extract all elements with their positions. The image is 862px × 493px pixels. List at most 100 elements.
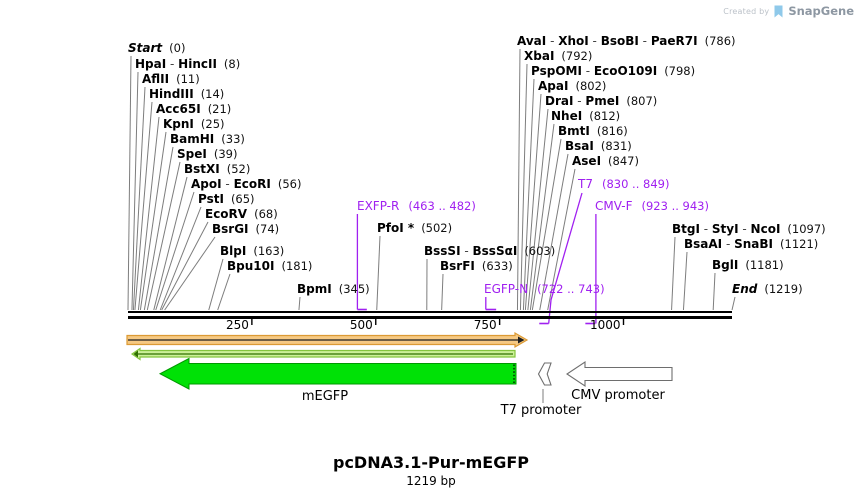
- site-label-bsrgi[interactable]: BsrGI (74): [212, 223, 279, 236]
- site-label-pspomi-ecoo109i[interactable]: PspOMI - EcoO109I(798): [531, 65, 695, 78]
- site-position: (65): [230, 192, 255, 206]
- primer-label-t7[interactable]: T7 (830 .. 849): [578, 178, 669, 191]
- sequence-axis-bottom-line: [128, 316, 732, 319]
- site-label-btgi-styi-ncoi[interactable]: BtgI - StyI - NcoI(1097): [672, 223, 826, 236]
- orf-reverse-centerline-head: [133, 350, 138, 358]
- enzyme-name: SpeI: [177, 147, 207, 161]
- site-position: (786): [704, 34, 736, 48]
- site-position: (1097): [787, 222, 826, 236]
- t7-promoter-arrow[interactable]: [537, 362, 552, 386]
- site-label-apai[interactable]: ApaI(802): [538, 80, 606, 93]
- orf-forward-centerline-head: [518, 336, 525, 344]
- site-label-start[interactable]: Start(0): [128, 42, 185, 55]
- site-label-drai-pmei[interactable]: DraI - PmeI(807): [545, 95, 657, 108]
- leader-line-bpu10i: [217, 273, 231, 311]
- site-label-spei[interactable]: SpeI(39): [177, 148, 237, 161]
- enzyme-name: Start: [128, 41, 163, 55]
- leader-line-pspomi-ecoo109i: [522, 78, 535, 311]
- site-label-aflii[interactable]: AflII(11): [142, 73, 200, 86]
- enzyme-name: SnaBI: [734, 237, 774, 251]
- primer-label-egfp-n[interactable]: EGFP-N(722 .. 743): [484, 283, 605, 296]
- snapgene-logo-icon: [774, 5, 783, 18]
- site-label-bamhi[interactable]: BamHI(33): [170, 133, 245, 146]
- leader-line-btgi-styi-ncoi: [671, 236, 676, 311]
- plasmid-length: 1219 bp: [406, 474, 456, 488]
- leader-line-asei: [547, 168, 576, 311]
- site-label-apoi-ecori[interactable]: ApoI - EcoRI(56): [191, 178, 301, 191]
- feature-label-t7-promoter[interactable]: T7 promoter: [500, 403, 582, 418]
- enzyme-name: BstXI: [184, 162, 220, 176]
- enzyme-name: KpnI: [163, 117, 194, 131]
- megfp-arrow[interactable]: [158, 357, 517, 390]
- leader-line-end: [731, 296, 736, 311]
- name-separator: -: [738, 222, 751, 236]
- cmv-promoter-arrow[interactable]: [566, 360, 673, 388]
- primer-label-exfp-r[interactable]: EXFP-R(463 .. 482): [357, 200, 476, 213]
- enzyme-name: XhoI: [558, 34, 589, 48]
- site-label-bpmi[interactable]: BpmI (345): [297, 283, 370, 296]
- enzyme-name: DraI: [545, 94, 574, 108]
- leader-line-bpmi: [298, 296, 301, 311]
- enzyme-name: BamHI: [170, 132, 215, 146]
- enzyme-name: BsrGI: [212, 222, 249, 236]
- leader-line-start: [127, 55, 132, 311]
- site-label-acc65i[interactable]: Acc65I(21): [156, 103, 231, 116]
- enzyme-name: BsaAI: [684, 237, 723, 251]
- site-position: (1181): [745, 258, 784, 272]
- site-label-kpni[interactable]: KpnI(25): [163, 118, 225, 131]
- site-label-ecorv[interactable]: EcoRV(68): [205, 208, 278, 221]
- name-separator: -: [460, 244, 473, 258]
- snapgene-brand-text: SnapGene: [788, 4, 854, 18]
- site-position: (11): [176, 72, 200, 86]
- site-label-asei[interactable]: AseI(847): [572, 155, 639, 168]
- site-position: (831): [600, 139, 632, 153]
- leader-line-blpi: [208, 258, 224, 311]
- site-label-bgli[interactable]: BglI(1181): [712, 259, 784, 272]
- leader-line-psti: [159, 206, 202, 311]
- name-separator: -: [699, 222, 712, 236]
- site-label-bmti[interactable]: BmtI(816): [558, 125, 628, 138]
- name-separator: -: [221, 177, 234, 191]
- site-label-psti[interactable]: PstI(65): [198, 193, 255, 206]
- site-label-bsssi-bsss-i[interactable]: BssSI - BssSαI(603): [424, 245, 555, 258]
- enzyme-name: StyI: [711, 222, 739, 236]
- feature-label-cmv-promoter[interactable]: CMV promoter: [571, 388, 665, 403]
- site-label-blpi[interactable]: BlpI(163): [220, 245, 284, 258]
- enzyme-name: BssSI: [424, 244, 461, 258]
- site-position: (8): [223, 57, 241, 71]
- leader-line-hpai-hincii: [131, 71, 139, 311]
- primer-range: (463 .. 482): [408, 199, 476, 213]
- name-separator: -: [573, 94, 586, 108]
- leader-line-bgli: [712, 272, 716, 311]
- leader-line-kpni: [139, 131, 167, 311]
- enzyme-name: Bpu10I: [227, 259, 275, 273]
- enzyme-name: Acc65I: [156, 102, 201, 116]
- site-label-bpu10i[interactable]: Bpu10I(181): [227, 260, 312, 273]
- primer-range: (830 .. 849): [601, 177, 670, 191]
- site-position: (74): [255, 222, 280, 236]
- name-separator: -: [588, 34, 601, 48]
- site-label-pfoi[interactable]: PfoI *(502): [377, 222, 452, 235]
- primer-label-cmv-f[interactable]: CMV-F(923 .. 943): [595, 200, 709, 213]
- enzyme-name: BsaI: [565, 139, 594, 153]
- site-label-bstxi[interactable]: BstXI(52): [184, 163, 250, 176]
- site-label-end[interactable]: End(1219): [732, 283, 803, 296]
- site-position: (792): [561, 49, 593, 63]
- site-label-xbai[interactable]: XbaI(792): [524, 50, 592, 63]
- site-position: (502): [421, 221, 453, 235]
- enzyme-name: EcoO109I: [593, 64, 658, 78]
- site-label-avai-xhoi-bsobi-paer7i[interactable]: AvaI - XhoI - BsoBI - PaeR7I(786): [517, 35, 736, 48]
- feature-label-megfp[interactable]: mEGFP: [301, 389, 349, 404]
- site-position: (345): [338, 282, 370, 296]
- enzyme-name: BpmI: [297, 282, 332, 296]
- site-label-nhei[interactable]: NheI(812): [551, 110, 620, 123]
- site-label-bsrfi[interactable]: BsrFI(633): [440, 260, 513, 273]
- site-label-bsaai-snabi[interactable]: BsaAI - SnaBI(1121): [684, 238, 818, 251]
- site-label-hindiii[interactable]: HindIII(14): [149, 88, 224, 101]
- leader-line-bsai: [539, 153, 569, 311]
- site-label-hpai-hincii[interactable]: HpaI - HincII(8): [135, 58, 240, 71]
- primer-name: T7: [578, 177, 593, 191]
- site-position: (56): [277, 177, 302, 191]
- site-label-bsai[interactable]: BsaI (831): [565, 140, 632, 153]
